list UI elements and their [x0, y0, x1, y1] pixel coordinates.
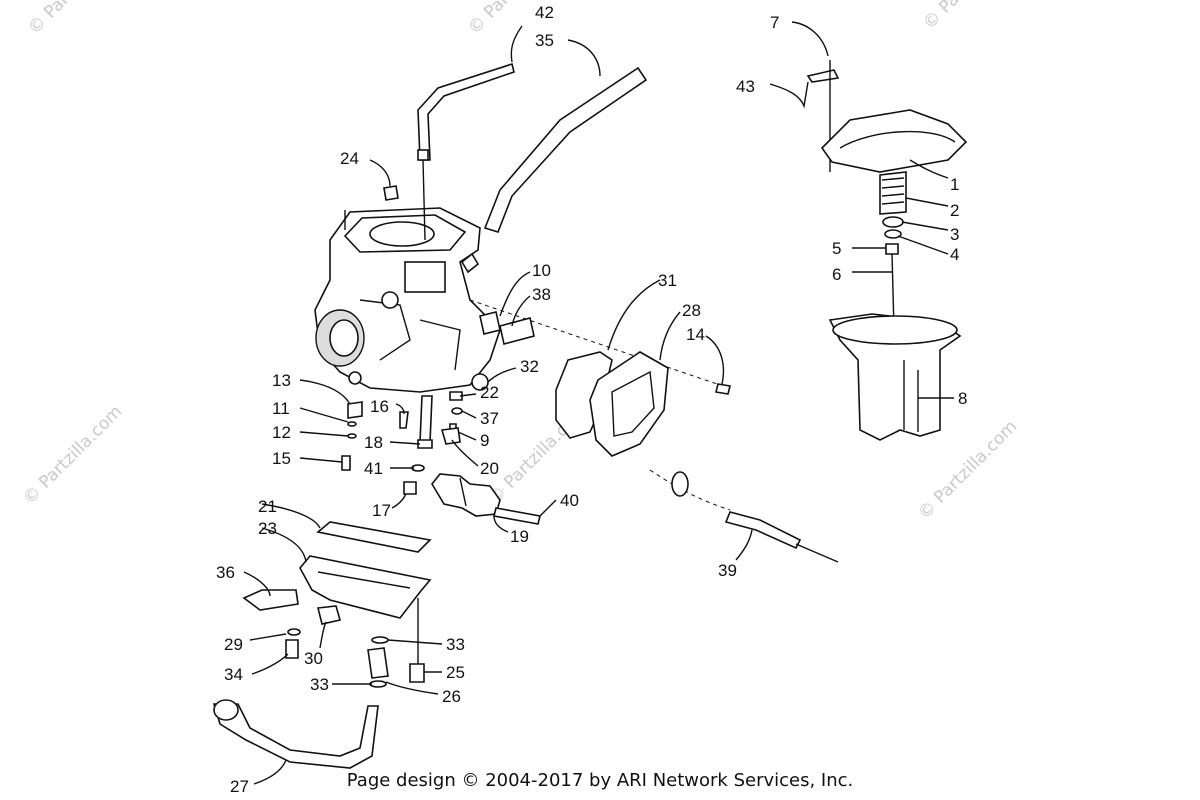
callout-27: 27: [230, 777, 249, 796]
callout-23: 23: [258, 519, 277, 538]
callout-42: 42: [535, 3, 554, 22]
leader-lines: [243, 21, 954, 785]
callout-39: 38: [532, 285, 551, 304]
callout-13: 13: [272, 371, 291, 390]
drain-hose: [212, 699, 379, 769]
callout-15: 15: [272, 449, 291, 468]
callout-21: 21: [258, 497, 277, 516]
callout-43: 43: [736, 77, 755, 96]
callout-20: 20: [480, 459, 499, 478]
callout-4: 4: [950, 245, 959, 264]
vent-hose: [483, 66, 648, 233]
callout-35: 36: [216, 563, 235, 582]
callout-2: 2: [950, 201, 959, 220]
callout-7: 7: [770, 13, 779, 32]
page-footer: Page design © 2004-2017 by ARI Network S…: [346, 770, 854, 791]
callout-22: 22: [480, 383, 499, 402]
watermark: © Partzilla.com: [919, 0, 1026, 34]
callout-32: 32: [520, 357, 539, 376]
callout-26: 26: [442, 687, 461, 706]
callout-33: 33: [310, 675, 329, 694]
choke-plunger: [649, 469, 839, 563]
callout-38: 39: [718, 561, 737, 580]
callout-10: 10: [532, 261, 551, 280]
callout-6: 6: [832, 265, 841, 284]
callout-28: 28: [682, 301, 701, 320]
side-cover: [555, 351, 669, 457]
callout-1: 1: [950, 175, 959, 194]
callout-36: 35: [535, 31, 554, 50]
callout-34: 34: [224, 665, 243, 684]
callout-18: 18: [364, 433, 383, 452]
callout-40: 40: [560, 491, 579, 510]
callout-12: 12: [272, 423, 291, 442]
slide-assembly: [806, 60, 968, 441]
callout-33: 33: [446, 635, 465, 654]
callout-11: 11: [272, 399, 290, 418]
callout-24: 24: [340, 149, 359, 168]
callout-9: 9: [480, 431, 489, 450]
callout-41: 41: [364, 459, 383, 478]
callout-37: 37: [480, 409, 499, 428]
callout-31: 31: [658, 271, 677, 290]
callout-29: 29: [224, 635, 243, 654]
callout-8: 8: [958, 389, 967, 408]
callout-3: 3: [950, 225, 959, 244]
callout-17: 17: [372, 501, 391, 520]
watermark: © Partzilla.com: [24, 0, 131, 39]
callout-19: 19: [510, 527, 529, 546]
callout-14: 14: [686, 325, 705, 344]
watermark: © Partzilla.com: [19, 402, 126, 509]
float-bowl: [242, 521, 432, 688]
callout-30: 30: [304, 649, 323, 668]
carburetor-body: [314, 207, 501, 393]
callout-labels: 42 35 24 10 38 31 28 14 32 22 37 9 20 13…: [216, 3, 967, 796]
small-parts: [341, 185, 731, 525]
callout-25: 25: [446, 663, 465, 682]
callout-5: 5: [832, 239, 841, 258]
watermarks: © Partzilla.com © Partzilla.com © Partzi…: [19, 0, 1026, 524]
callout-16: 16: [370, 397, 389, 416]
throttle-cable-pipe: [417, 62, 515, 241]
